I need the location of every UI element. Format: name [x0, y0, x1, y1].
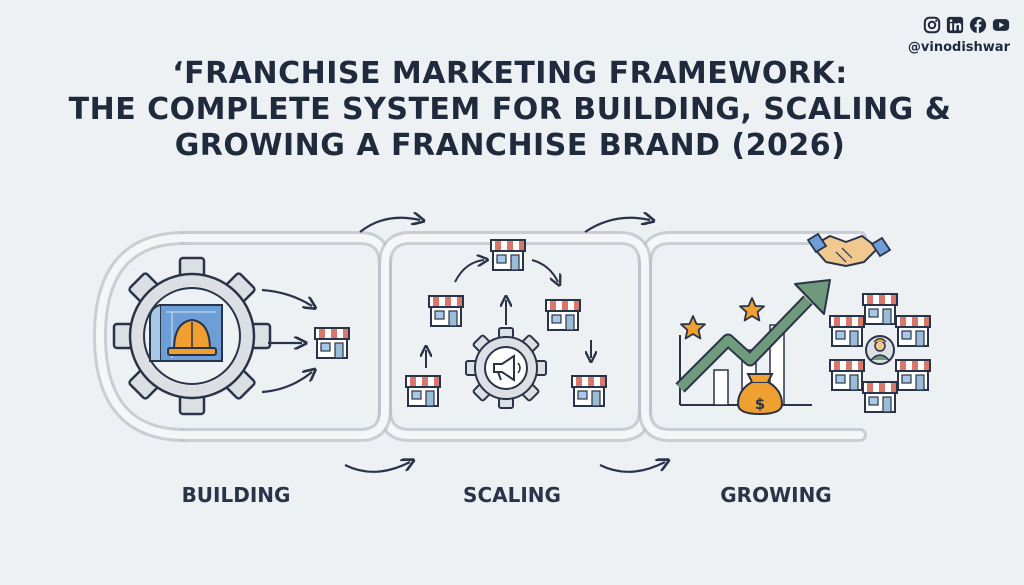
- handshake-icon: [806, 232, 892, 267]
- store-icon: [405, 375, 441, 407]
- stage-label-growing: GROWING: [720, 483, 832, 507]
- store-icon: [862, 381, 898, 413]
- growth-chart-icon: [675, 279, 831, 406]
- hardhat-icon: [167, 318, 217, 356]
- store-icon: [862, 293, 898, 325]
- social-block: @vinodishwar: [890, 16, 1010, 55]
- title-line-2: THE COMPLETE SYSTEM FOR BUILDING, SCALIN…: [68, 92, 952, 127]
- store-icon: [490, 239, 526, 271]
- store-icon: [829, 359, 865, 391]
- title-line-1: ‘FRANCHISE MARKETING FRAMEWORK:: [172, 56, 848, 91]
- star-icon: [680, 297, 765, 340]
- store-icon: [895, 315, 931, 347]
- store-icon: [428, 295, 464, 327]
- svg-text:$: $: [755, 395, 765, 413]
- store-icon: [571, 375, 607, 407]
- expansion-arrows: [426, 260, 591, 368]
- flow-track: [92, 231, 867, 442]
- input-arrows: [261, 288, 312, 394]
- youtube-icon[interactable]: [992, 16, 1010, 34]
- flow-arrows: [344, 218, 665, 473]
- growing-illustration: $: [675, 232, 931, 416]
- title-line-3: GROWING A FRANCHISE BRAND (2026): [174, 128, 846, 163]
- linkedin-icon[interactable]: [946, 16, 964, 34]
- stage-label-building: BUILDING: [181, 483, 291, 507]
- social-icons: [890, 16, 1010, 34]
- stage-label-scaling: SCALING: [463, 483, 561, 507]
- scaling-illustration: [405, 239, 607, 409]
- social-handle[interactable]: @vinodishwar: [907, 40, 1010, 55]
- facebook-icon[interactable]: [969, 16, 987, 34]
- store-icon: [314, 327, 350, 359]
- money-bag-icon: $: [736, 373, 784, 416]
- building-illustration: [112, 256, 350, 416]
- store-icon: [545, 299, 581, 331]
- owner-icon: [865, 335, 895, 365]
- store-icon: [829, 315, 865, 347]
- instagram-icon[interactable]: [923, 16, 941, 34]
- page-title: ‘FRANCHISE MARKETING FRAMEWORK: THE COMP…: [60, 56, 960, 164]
- megaphone-gear-icon: [465, 327, 547, 409]
- franchise-network: [829, 293, 931, 413]
- store-icon: [895, 359, 931, 391]
